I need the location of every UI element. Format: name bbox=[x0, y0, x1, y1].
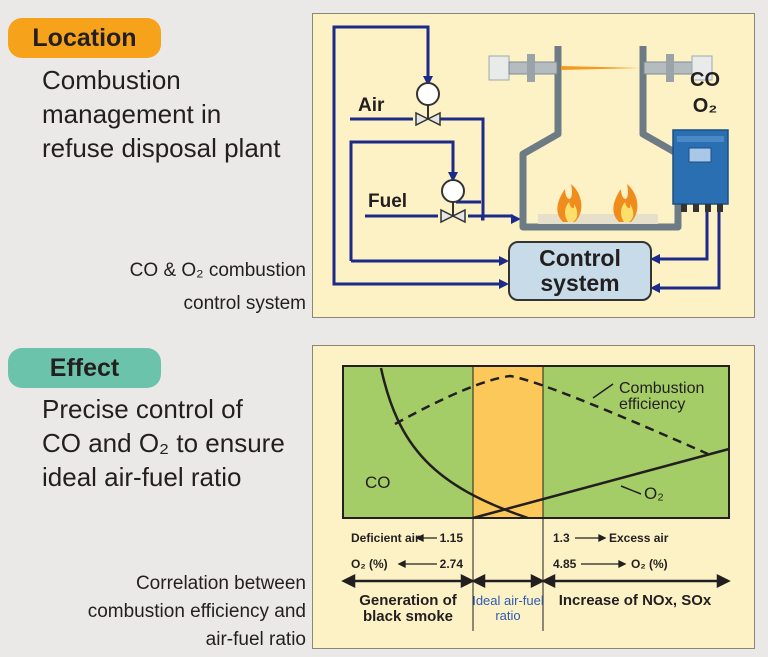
plant-diagram-panel: Air Fuel bbox=[312, 13, 755, 318]
arrow-icon bbox=[598, 533, 607, 543]
effect-caption-line: combustion efficiency and bbox=[87, 601, 306, 622]
o2-label: O₂ bbox=[693, 95, 717, 117]
fuel-valve-icon bbox=[440, 179, 466, 224]
effect-headline-line: ideal air-fuel ratio bbox=[42, 462, 242, 492]
deficient-air-label: Deficient air bbox=[351, 531, 420, 545]
arrow-icon bbox=[541, 573, 556, 589]
effect-caption-line: air-fuel ratio bbox=[205, 629, 306, 650]
combustion-efficiency-curve bbox=[394, 374, 709, 456]
zone-label-black-smoke: black smoke bbox=[363, 608, 453, 625]
ideal-ratio-band bbox=[473, 366, 543, 518]
location-headline: Combustion management in refuse disposal… bbox=[42, 63, 280, 165]
gas-analyzer-icon bbox=[672, 129, 729, 212]
control-system-label: system bbox=[540, 270, 619, 296]
air-control-line bbox=[332, 25, 430, 136]
o2-value-high: 4.85 bbox=[553, 557, 577, 571]
air-label: Air bbox=[358, 95, 385, 116]
correlation-chart: Combustion efficiency CO O₂ Deficient ai… bbox=[341, 365, 731, 631]
laser-receiver-icon bbox=[643, 54, 713, 82]
ratio-value-high: 1.3 bbox=[553, 531, 570, 545]
arrow-icon bbox=[511, 214, 521, 224]
flame-icon bbox=[613, 184, 638, 222]
fuel-control-line bbox=[349, 140, 455, 261]
plant-diagram: Air Fuel bbox=[332, 25, 729, 301]
o2-curve bbox=[472, 447, 730, 520]
label-leader-line bbox=[620, 485, 642, 495]
combustion-efficiency-label: Combustion bbox=[619, 380, 704, 397]
fuel-label: Fuel bbox=[368, 191, 407, 212]
effect-caption-line: Correlation between bbox=[135, 573, 306, 594]
chart-frame bbox=[342, 365, 730, 519]
o2-curve-label: O₂ bbox=[644, 484, 664, 503]
zone-label-nox-sox: Increase of NOx, SOx bbox=[559, 592, 712, 609]
effect-badge: Effect bbox=[8, 348, 161, 388]
location-caption: CO & O₂ combustion control system bbox=[130, 254, 306, 320]
zone-label-black-smoke: Generation of bbox=[359, 592, 458, 609]
effect-caption: Correlation between combustion efficienc… bbox=[88, 570, 306, 654]
arrow-icon bbox=[460, 573, 475, 589]
excess-air-label: Excess air bbox=[609, 531, 669, 545]
laser-beam bbox=[561, 66, 641, 70]
location-headline-line: refuse disposal plant bbox=[42, 133, 281, 163]
o2-value-low: 2.74 bbox=[440, 557, 464, 571]
location-headline-line: management in bbox=[42, 99, 222, 129]
control-system-label: Control bbox=[539, 245, 621, 271]
zone-label-ideal: Ideal air-fuel bbox=[472, 593, 544, 608]
location-caption-line: control system bbox=[183, 293, 306, 314]
arrow-icon bbox=[499, 279, 509, 289]
co-output-line bbox=[332, 136, 506, 286]
air-feedback-line bbox=[433, 117, 485, 221]
arrow-icon bbox=[415, 533, 424, 543]
flame-icon bbox=[557, 184, 582, 222]
arrow-icon bbox=[716, 573, 731, 589]
ratio-value-low: 1.15 bbox=[440, 531, 464, 545]
co-curve-label: CO bbox=[365, 473, 391, 492]
laser-emitter-icon bbox=[488, 54, 558, 82]
location-headline-line: Combustion bbox=[42, 65, 181, 95]
effect-headline-line: Precise control of bbox=[42, 394, 243, 424]
arrow-icon bbox=[397, 559, 406, 569]
combustion-efficiency-label: efficiency bbox=[619, 396, 685, 413]
effect-headline: Precise control of CO and O₂ to ensure i… bbox=[42, 392, 285, 494]
analyzer-signal-line-2 bbox=[653, 204, 721, 290]
o2-percent-label: O₂ (%) bbox=[631, 557, 668, 571]
arrow-icon bbox=[618, 559, 627, 569]
arrow-icon bbox=[341, 573, 356, 589]
label-leader-line bbox=[592, 383, 614, 399]
analyzer-signal-line-1 bbox=[653, 204, 709, 261]
co-label: CO bbox=[690, 69, 720, 91]
arrow-icon bbox=[423, 76, 433, 86]
furnace-floor bbox=[538, 214, 658, 224]
arrow-icon bbox=[471, 573, 486, 589]
arrow-icon bbox=[530, 573, 545, 589]
location-badge: Location bbox=[8, 18, 161, 58]
furnace-outline bbox=[519, 46, 682, 231]
zone-label-ideal: ratio bbox=[495, 608, 520, 623]
air-valve-icon bbox=[415, 82, 441, 127]
location-caption-line: CO & O₂ combustion bbox=[129, 260, 306, 281]
co-curve bbox=[379, 367, 529, 520]
arrow-icon bbox=[650, 283, 660, 293]
control-system-box bbox=[508, 241, 652, 301]
arrow-icon bbox=[650, 254, 660, 264]
correlation-chart-panel: Combustion efficiency CO O₂ Deficient ai… bbox=[312, 345, 755, 649]
arrow-icon bbox=[499, 256, 509, 266]
o2-percent-label: O₂ (%) bbox=[351, 557, 388, 571]
arrow-icon bbox=[448, 172, 458, 182]
effect-headline-line: CO and O₂ to ensure bbox=[42, 428, 285, 458]
